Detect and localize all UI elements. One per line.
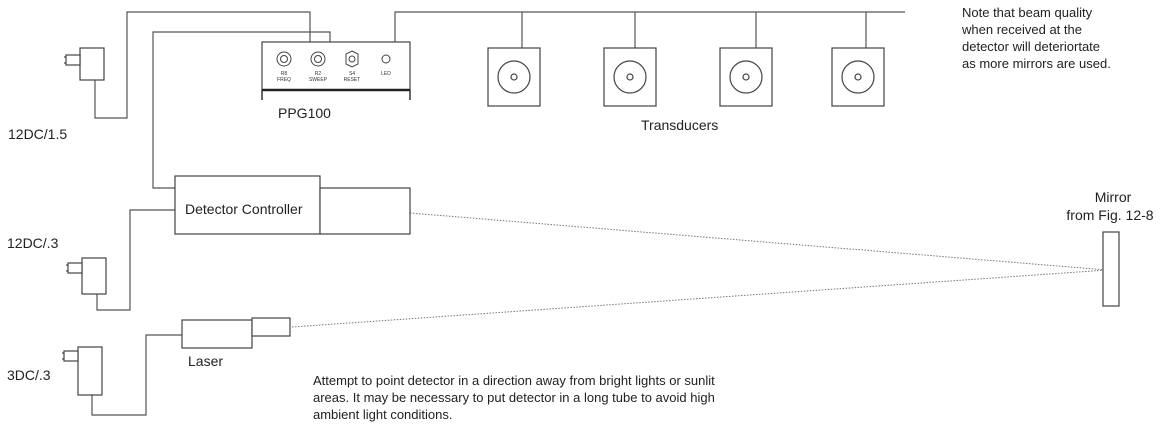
power-supply-2 <box>66 257 107 295</box>
mirror-label-line2: from Fig. 12-8 <box>1066 207 1153 223</box>
bottom-note-line-1: Attempt to point detector in a direction… <box>313 373 715 388</box>
led-label: LED <box>381 71 391 77</box>
power-supply-3 <box>62 346 103 396</box>
wiring <box>91 11 905 416</box>
transducers-label: Transducers <box>641 117 718 133</box>
psu1-label: 12DC/1.5 <box>8 126 67 142</box>
transducer-4 <box>831 47 885 107</box>
ppg100-label: PPG100 <box>278 105 331 121</box>
mirror-label-line1: Mirror <box>1095 189 1132 205</box>
power-supply-1 <box>64 47 105 81</box>
detector-controller-label: Detector Controller <box>185 201 303 217</box>
beam-from-laser <box>291 269 1108 328</box>
detector-placement-note: Attempt to point detector in a direction… <box>313 372 873 423</box>
psu3-label: 3DC/.3 <box>7 367 51 383</box>
transducer-3 <box>719 47 773 107</box>
wire-psu2-detector <box>96 209 178 311</box>
bottom-note-line-2: areas. It may be necessary to put detect… <box>313 390 715 405</box>
freq-knob <box>276 51 292 67</box>
wire-transducer-bus <box>394 11 905 42</box>
reset-button <box>345 50 359 68</box>
power-supply-2-body <box>81 257 107 295</box>
detector-controller <box>174 175 411 235</box>
transducer-2 <box>603 47 657 107</box>
bottom-note-line-3: ambient light conditions. <box>313 407 453 422</box>
laser-head <box>251 317 291 337</box>
power-supply-3-plug <box>63 350 79 362</box>
wire-psu3-laser <box>91 334 182 416</box>
power-supply-2-plug <box>67 262 83 274</box>
power-supply-3-body <box>77 346 103 396</box>
sweep-knob <box>310 51 326 67</box>
note-line-1: Note that beam quality <box>962 5 1093 20</box>
wire-detector-ppg <box>152 31 331 189</box>
power-supply-1-plug <box>65 54 81 66</box>
power-supply-1-body <box>79 47 105 81</box>
led-indicator <box>381 54 391 64</box>
transducer-1 <box>487 47 541 107</box>
laser <box>181 317 291 349</box>
laser-label: Laser <box>188 353 223 369</box>
note-line-2: when received at the <box>962 22 1082 37</box>
detector-controller-body <box>174 175 321 235</box>
detector-controller-tube <box>319 187 411 235</box>
psu2-label: 12DC/.3 <box>7 235 59 251</box>
wire-psu1-ppg <box>94 11 311 119</box>
note-line-3: detector will deteriortate <box>962 39 1101 54</box>
beam-to-detector <box>409 212 1108 271</box>
beam-quality-note: Note that beam quality when received at … <box>962 4 1172 72</box>
note-line-4: as more mirrors are used. <box>962 56 1111 71</box>
laser-body <box>181 319 253 349</box>
mirror <box>1102 231 1120 307</box>
beam-lines <box>291 212 1108 328</box>
